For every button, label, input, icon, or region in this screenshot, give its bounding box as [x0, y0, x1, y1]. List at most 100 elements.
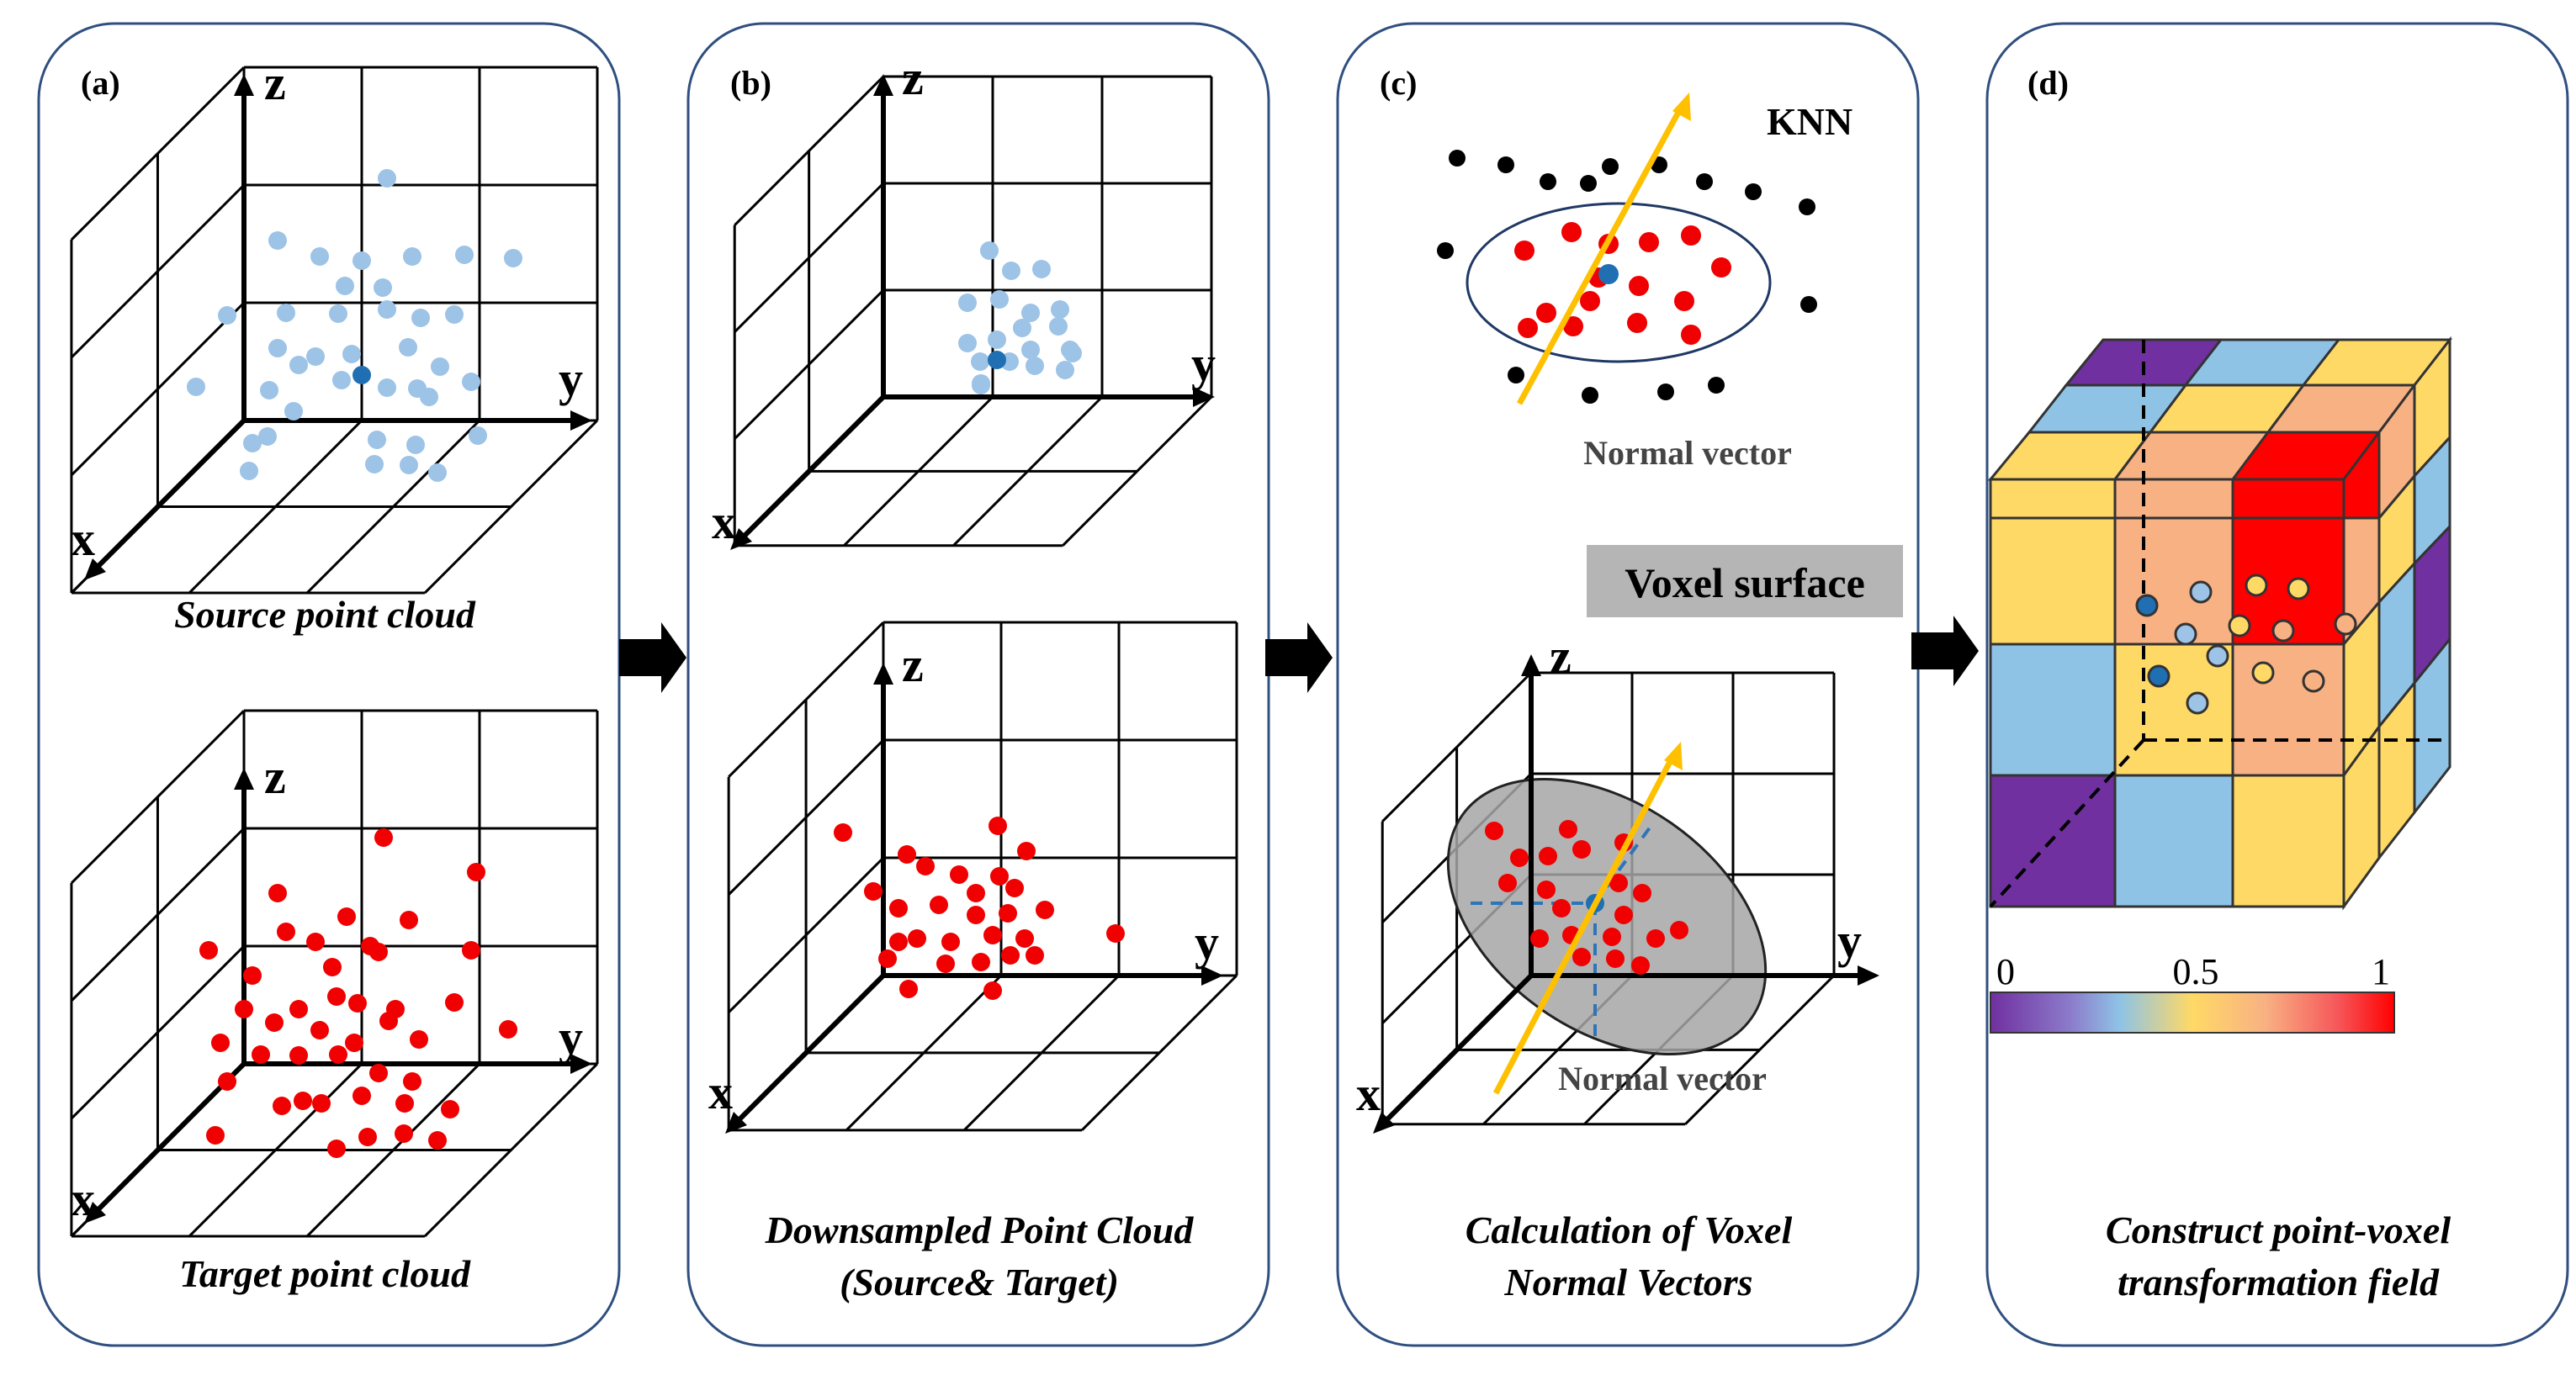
arrow-c-d	[1911, 616, 1979, 686]
point	[289, 356, 308, 374]
point	[2186, 691, 2209, 715]
point	[916, 857, 935, 875]
point	[1681, 225, 1701, 246]
point	[462, 373, 480, 391]
point	[1627, 313, 1647, 333]
point	[1539, 847, 1557, 865]
point	[368, 431, 386, 449]
point	[420, 388, 438, 406]
point	[990, 290, 1009, 309]
point	[369, 943, 388, 961]
point	[2245, 574, 2268, 597]
panel-a-bottom-plot: z y x	[70, 709, 599, 1238]
point	[403, 247, 421, 266]
point	[499, 1020, 517, 1039]
grid-line	[70, 944, 246, 1120]
point	[2302, 669, 2325, 693]
point	[1537, 881, 1556, 899]
point	[327, 1140, 346, 1158]
point	[406, 436, 425, 454]
panel-a-bottom-y-label: y	[559, 1010, 583, 1065]
point	[989, 817, 1007, 835]
grid-line	[734, 182, 885, 333]
point	[374, 828, 393, 847]
point	[504, 249, 522, 267]
arrow-a-b	[619, 622, 686, 693]
point	[218, 306, 236, 325]
point	[345, 1034, 363, 1052]
point	[445, 305, 464, 324]
panel-c-caption-line2: Normal Vectors	[1503, 1261, 1752, 1304]
point	[1711, 257, 1731, 278]
point	[889, 899, 908, 918]
cube-front-face	[1989, 516, 2345, 908]
panel-b-top-axes	[730, 74, 1215, 550]
point	[399, 338, 417, 357]
grid-line	[70, 66, 246, 241]
point	[1015, 929, 1034, 948]
grid-line	[1381, 671, 1533, 822]
point	[1800, 296, 1817, 313]
point	[1559, 820, 1577, 838]
panel-d-caption-line1: Construct point-voxel	[2106, 1208, 2451, 1251]
point	[1485, 822, 1503, 840]
point	[323, 958, 342, 976]
point	[310, 247, 329, 266]
point	[1508, 367, 1524, 383]
point	[1021, 304, 1040, 322]
point	[1657, 383, 1674, 400]
point	[1646, 929, 1665, 948]
point	[878, 949, 897, 968]
point	[277, 304, 295, 322]
point	[378, 169, 396, 188]
point	[971, 352, 989, 371]
point	[348, 994, 367, 1013]
cube-hidden-edges	[1989, 340, 2450, 908]
point	[411, 309, 430, 327]
panel-d-caption-line2: transformation field	[2118, 1261, 2440, 1304]
point	[1540, 173, 1556, 190]
normal-vector-label-top: Normal vector	[1583, 434, 1792, 472]
point	[289, 1000, 308, 1018]
knn-inner-points	[1514, 222, 1731, 345]
panel-a-bottom-caption: Target point cloud	[179, 1252, 471, 1295]
point	[1629, 276, 1649, 296]
voxel-plane-ellipse	[1446, 777, 1768, 1056]
panel-c-label: (c)	[1380, 64, 1417, 102]
point	[1552, 899, 1571, 918]
point	[967, 884, 985, 902]
point	[2135, 594, 2159, 617]
point	[1572, 948, 1591, 966]
point	[358, 1128, 377, 1146]
point	[265, 1013, 284, 1032]
panel-a-bottom-z-label: z	[264, 749, 286, 804]
panel-a-top-highlight-point	[352, 366, 371, 384]
point	[378, 378, 396, 397]
point	[2334, 612, 2357, 636]
panel-a-top-z-label: z	[264, 56, 286, 110]
panel-b-frame	[686, 22, 1270, 1347]
point	[306, 933, 325, 951]
point	[2287, 577, 2310, 600]
point	[1708, 377, 1725, 394]
panel-a-bottom-target-points	[199, 828, 517, 1158]
point	[972, 374, 990, 393]
point	[284, 402, 303, 420]
point	[428, 463, 447, 482]
point	[1602, 158, 1619, 175]
point	[972, 953, 990, 971]
cube-right-face	[2342, 336, 2451, 911]
point	[1437, 242, 1454, 259]
panel-a-top-axes	[84, 74, 592, 580]
point	[1106, 924, 1125, 943]
point	[2251, 661, 2275, 685]
grid-line	[70, 301, 246, 477]
panel-c-caption-line1: Calculation of Voxel	[1466, 1208, 1793, 1251]
point	[455, 246, 474, 264]
panel-b-top-source-points	[958, 241, 1082, 394]
point	[1639, 232, 1659, 252]
point	[379, 1012, 398, 1030]
point	[395, 1124, 413, 1143]
